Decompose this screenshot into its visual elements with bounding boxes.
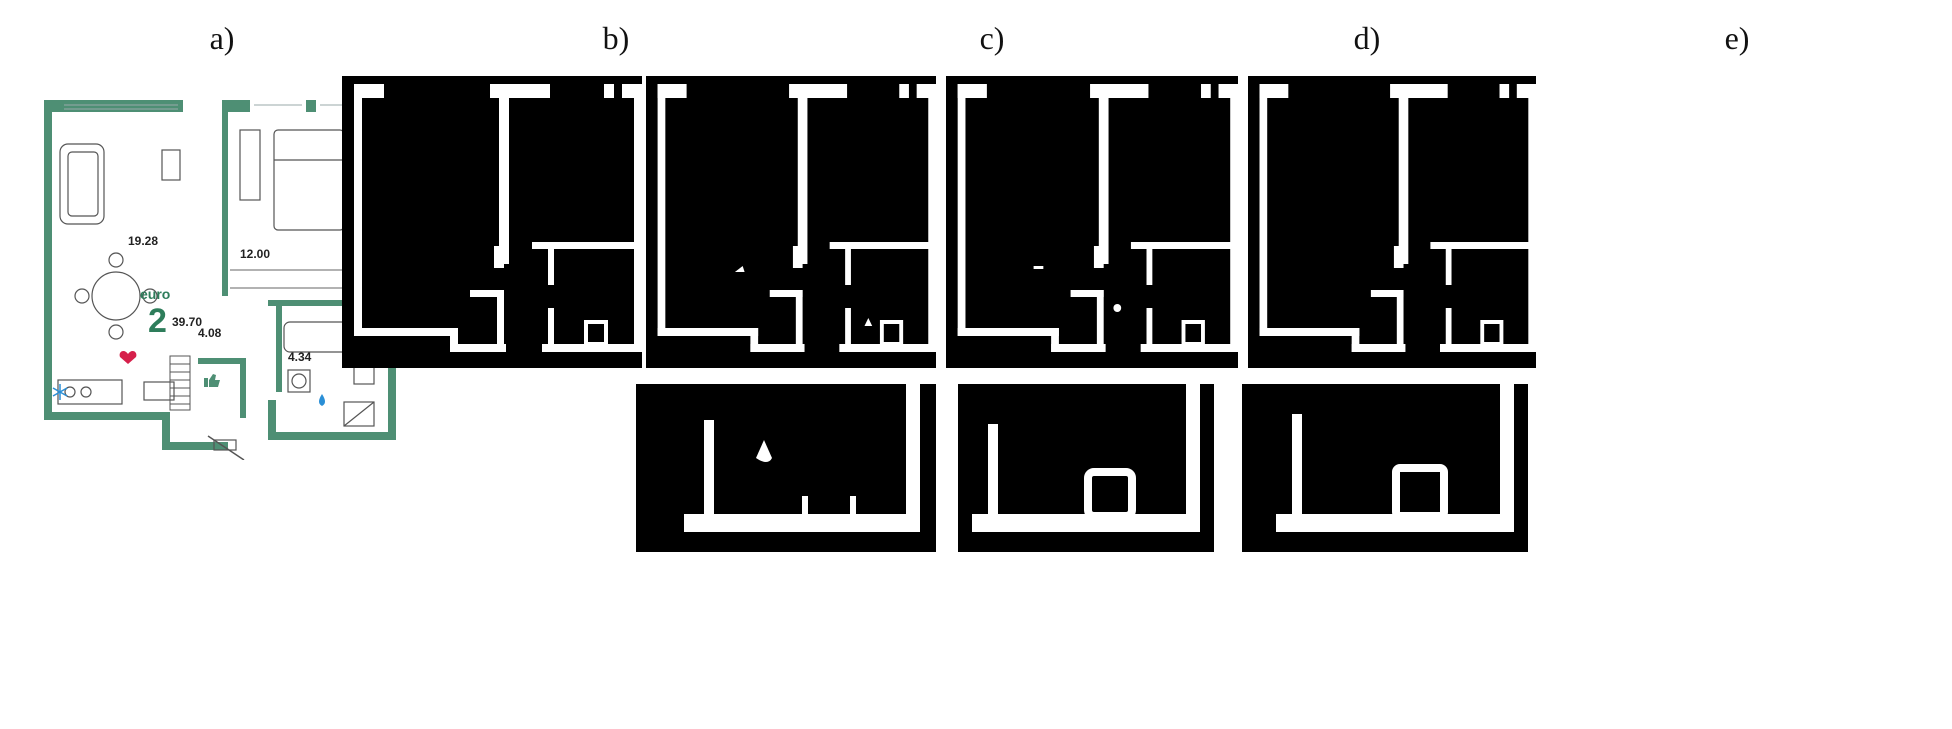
zoom-c <box>636 384 936 552</box>
panel-label-a: a) <box>209 20 235 56</box>
panel-label-e: e) <box>1724 20 1750 56</box>
room-area-bedroom: 12.00 <box>240 247 270 261</box>
panel-label-b: b) <box>602 20 630 56</box>
panel-label-d: d) <box>1353 20 1381 56</box>
room-area-living: 19.28 <box>128 234 158 248</box>
room-count: 2 <box>148 302 167 340</box>
room-area-hallway: 4.08 <box>198 326 222 340</box>
zoom-e <box>1242 384 1528 552</box>
mask-d <box>946 76 1238 368</box>
zoom-d <box>958 384 1214 552</box>
total-area: 39.70 <box>172 315 202 329</box>
mask-e <box>1248 76 1536 368</box>
heart-icon <box>119 350 137 364</box>
mask-b-ground-truth <box>342 76 642 368</box>
water-drop-icon <box>319 394 325 406</box>
mask-c <box>646 76 936 368</box>
room-area-bathroom: 4.34 <box>288 350 312 364</box>
snowflake-icon <box>52 384 68 400</box>
brand-label: euro <box>140 286 170 302</box>
thumbs-up-icon <box>204 374 220 387</box>
panel-label-c: c) <box>979 20 1005 56</box>
